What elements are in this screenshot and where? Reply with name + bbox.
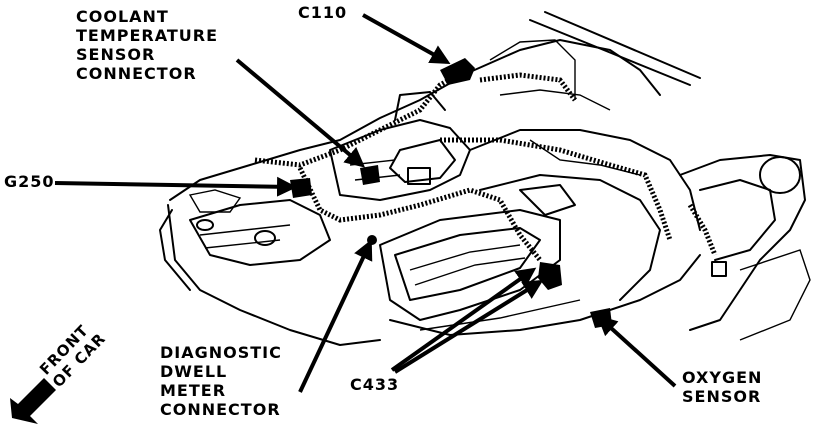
c433-label: C433 <box>350 375 400 394</box>
c110-label: C110 <box>298 3 348 22</box>
oxygen-sensor-label: OXYGEN SENSOR <box>682 368 763 406</box>
g250-label: G250 <box>4 172 55 191</box>
connectors <box>290 58 612 328</box>
coolant-temperature-sensor-connector-label: COOLANT TEMPERATURE SENSOR CONNECTOR <box>76 7 219 83</box>
engine-outline <box>159 11 811 346</box>
pointer-arrows <box>54 13 677 393</box>
wiring-harness <box>254 65 718 262</box>
diagnostic-dwell-meter-connector-label: DIAGNOSTIC DWELL METER CONNECTOR <box>160 343 282 419</box>
front-of-car-arrow <box>10 378 56 424</box>
